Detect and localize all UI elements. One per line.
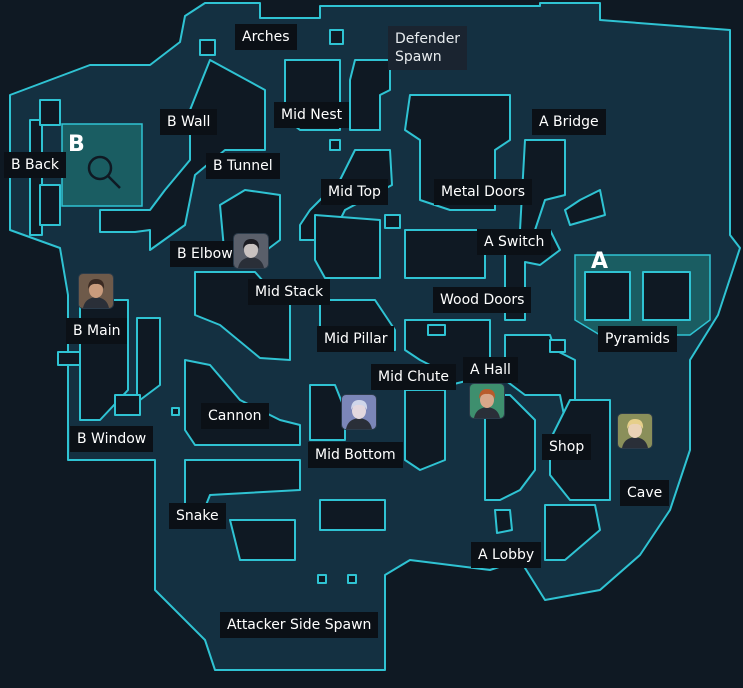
callout-cannon[interactable]: Cannon	[201, 403, 269, 429]
callout-b-wall[interactable]: B Wall	[160, 109, 218, 135]
callout-shop[interactable]: Shop	[542, 434, 592, 460]
callout-mid-chute[interactable]: Mid Chute	[371, 364, 456, 390]
callout-b-window[interactable]: B Window	[70, 426, 154, 452]
callout-a-hall[interactable]: A Hall	[463, 357, 518, 383]
callout-mid-pillar[interactable]: Mid Pillar	[317, 326, 395, 352]
agent-portrait-icon	[79, 274, 113, 308]
callout-metal-doors[interactable]: Metal Doors	[434, 179, 533, 205]
callout-mid-top[interactable]: Mid Top	[321, 179, 388, 205]
site-b-label[interactable]: B	[68, 132, 85, 157]
agent-marker-b-elbow[interactable]	[234, 234, 268, 268]
callout-b-elbow[interactable]: B Elbow	[170, 241, 240, 267]
search-magnifier-icon	[87, 155, 121, 189]
agent-marker-b-main[interactable]	[79, 274, 113, 308]
callout-cave[interactable]: Cave	[620, 480, 670, 506]
callout-pyramids[interactable]: Pyramids	[598, 326, 677, 352]
callout-mid-bottom[interactable]: Mid Bottom	[308, 442, 403, 468]
callout-a-switch[interactable]: A Switch	[477, 229, 552, 255]
callout-b-tunnel[interactable]: B Tunnel	[206, 153, 280, 179]
callout-mid-stack[interactable]: Mid Stack	[248, 279, 331, 305]
site-a-label[interactable]: A	[591, 249, 609, 274]
callout-b-main[interactable]: B Main	[66, 318, 128, 344]
callout-mid-nest[interactable]: Mid Nest	[274, 102, 350, 128]
agent-portrait-icon	[618, 414, 652, 448]
agent-marker-a-hall[interactable]	[470, 384, 504, 418]
callout-a-lobby[interactable]: A Lobby	[471, 542, 542, 568]
callout-snake[interactable]: Snake	[169, 503, 226, 529]
agent-portrait-icon	[234, 234, 268, 268]
callout-b-back[interactable]: B Back	[4, 152, 67, 178]
callout-wood-doors[interactable]: Wood Doors	[433, 287, 532, 313]
agent-marker-cave[interactable]	[618, 414, 652, 448]
callout-arches[interactable]: Arches	[235, 24, 297, 50]
callout-attacker-side-spawn[interactable]: Attacker Side Spawn	[220, 612, 379, 638]
agent-marker-mid-bottom[interactable]	[342, 395, 376, 429]
agent-portrait-icon	[342, 395, 376, 429]
agent-portrait-icon	[470, 384, 504, 418]
callout-a-bridge[interactable]: A Bridge	[532, 109, 606, 135]
